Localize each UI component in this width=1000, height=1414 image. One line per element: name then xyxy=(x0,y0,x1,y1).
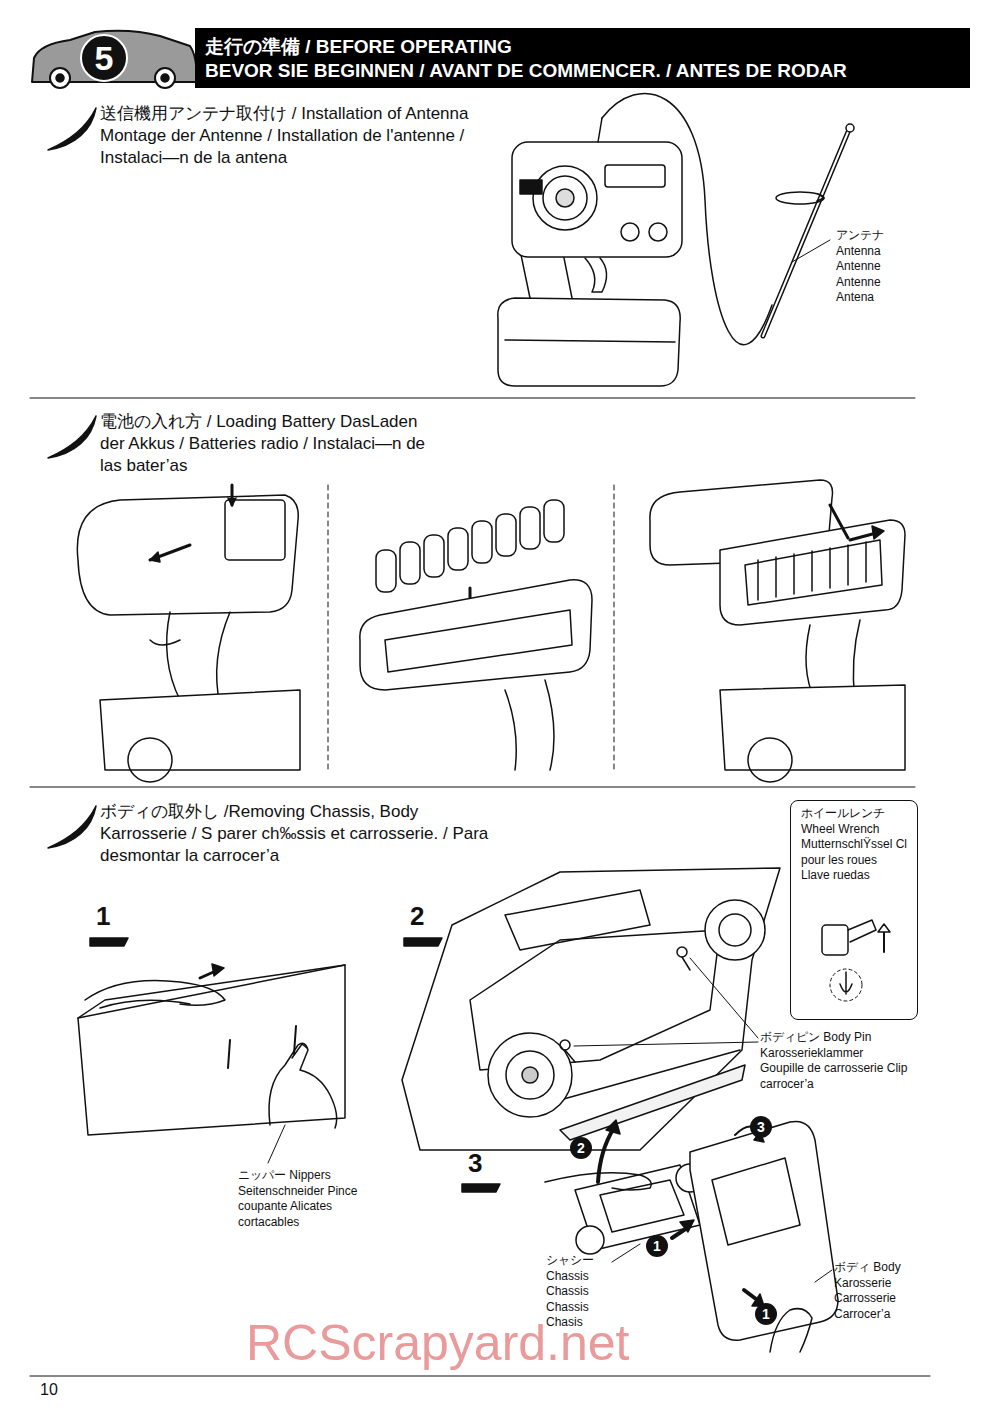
part-label: ニッパー Nippers Seitenschneider Pince coupa… xyxy=(238,1168,358,1230)
divider xyxy=(614,485,615,770)
node-text: 5 xyxy=(82,36,126,80)
body-box xyxy=(78,964,345,1163)
step-bar xyxy=(462,1184,500,1192)
divider xyxy=(328,485,329,770)
part-label: ボディ Body Karosserie Carrosserie Carrocer… xyxy=(834,1260,914,1322)
section-heading: 送信機用アンテナ取付け / Installation of Antenna Mo… xyxy=(100,103,530,169)
car-underside xyxy=(402,868,780,1150)
divider xyxy=(30,787,915,788)
node-text: ホイールレンチ Wheel Wrench MutternschlŸssel Cl… xyxy=(791,801,915,884)
callout-number: 1 xyxy=(755,1303,777,1325)
page-number: 10 xyxy=(40,1380,58,1401)
part-label: ボディピン Body Pin Karosserieklammer Goupill… xyxy=(760,1030,910,1092)
section-mark xyxy=(48,806,96,848)
part-label: アンテナ Antenna Antenne Antenne Antena xyxy=(836,228,906,306)
battery-step-2 xyxy=(360,500,592,770)
footer-rule xyxy=(30,1376,930,1377)
watermark: RCScrapyard.net xyxy=(246,1318,630,1368)
section-mark xyxy=(48,108,96,150)
callout-number: 3 xyxy=(750,1116,772,1138)
callout-number: 1 xyxy=(646,1235,668,1257)
wrench-callout-box: ホイールレンチ Wheel Wrench MutternschlŸssel Cl… xyxy=(790,800,918,1020)
section-heading: 電池の入れ方 / Loading Battery DasLaden der Ak… xyxy=(100,411,445,477)
divider xyxy=(30,398,915,399)
node-text: 走行の準備 / BEFORE OPERATING xyxy=(205,34,512,60)
wheel-wrench xyxy=(822,920,890,1001)
header-band: 走行の準備 / BEFORE OPERATINGBEVOR SIE BEGINN… xyxy=(30,28,970,88)
step-bar xyxy=(90,938,128,946)
cord xyxy=(602,93,772,344)
step-number: 3 xyxy=(468,1150,482,1176)
step-number: 2 xyxy=(410,903,424,929)
transmitter xyxy=(498,118,682,386)
step-number: 1 xyxy=(96,903,110,929)
step-bar xyxy=(404,938,442,946)
step-circle: 5 xyxy=(80,34,128,82)
callout-number: 2 xyxy=(570,1137,592,1159)
node-text: BEVOR SIE BEGINNEN / AVANT DE COMMENCER.… xyxy=(205,60,847,82)
battery-step-3 xyxy=(650,480,905,782)
battery-step-1 xyxy=(77,485,300,782)
section-heading: ボディの取外し /Removing Chassis, Body Karrosse… xyxy=(100,801,500,867)
section-mark xyxy=(48,416,96,458)
